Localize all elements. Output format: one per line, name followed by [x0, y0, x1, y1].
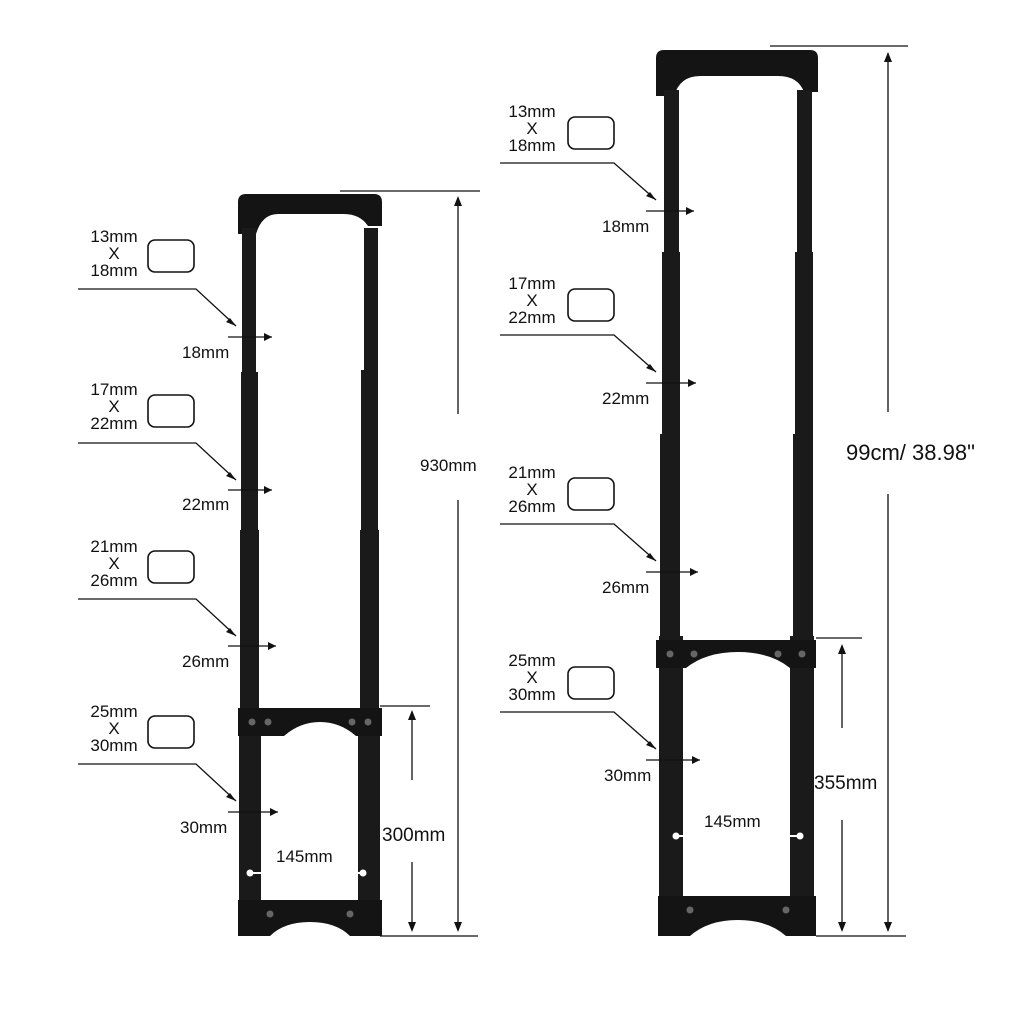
- left-rail-tube-4: [239, 708, 261, 924]
- right-rail-tube-1: [364, 228, 378, 374]
- right-width-label-3: 26mm: [602, 578, 650, 597]
- left-profile-1-label: 13mm X 18mm: [78, 228, 150, 279]
- right-width-label-2: 22mm: [602, 389, 650, 408]
- right-rail-tube-1: [797, 90, 812, 256]
- right-width-label-1: 18mm: [602, 217, 650, 236]
- right-rail-tube-4: [790, 636, 814, 936]
- right-profile-2-label: 17mm X 22mm: [496, 275, 568, 326]
- right-profile-4-label: 25mm X 30mm: [496, 652, 568, 703]
- right-base: [658, 896, 816, 936]
- right-rail-tube-3: [360, 530, 379, 710]
- left-rail-tube-2: [241, 372, 258, 532]
- left-profile-3-label: 21mm X 26mm: [78, 538, 150, 589]
- left-bottom-height-label: 300mm: [382, 825, 446, 846]
- profile-width: 13mm: [508, 102, 556, 121]
- left-width-label-2: 22mm: [182, 495, 230, 514]
- profile-depth: 18mm: [508, 136, 556, 155]
- profile-x: X: [108, 554, 120, 573]
- profile-box: [567, 477, 615, 511]
- profile-depth: 26mm: [90, 571, 138, 590]
- right-middle-bracket: [656, 640, 816, 668]
- right-rail-tube-3: [793, 434, 813, 640]
- profile-box: [567, 288, 615, 322]
- right-profile-1-label: 13mm X 18mm: [496, 103, 568, 154]
- right-rail-tube-2: [795, 252, 813, 438]
- right-top-grip: [656, 50, 818, 96]
- profile-width: 21mm: [508, 463, 556, 482]
- left-rail-tube-1: [664, 90, 679, 256]
- right-bottom-height-label: 355mm: [814, 773, 878, 794]
- left-middle-bracket: [238, 708, 382, 736]
- profile-width: 13mm: [90, 227, 138, 246]
- profile-depth: 22mm: [90, 414, 138, 433]
- left-profile-2-label: 17mm X 22mm: [78, 381, 150, 432]
- profile-x: X: [108, 719, 120, 738]
- profile-depth: 30mm: [508, 685, 556, 704]
- left-profile-4-label: 25mm X 30mm: [78, 703, 150, 754]
- left-total-height-label: 930mm: [420, 456, 477, 475]
- profile-depth: 22mm: [508, 308, 556, 327]
- profile-width: 25mm: [90, 702, 138, 721]
- profile-depth: 26mm: [508, 497, 556, 516]
- left-width-label-3: 26mm: [182, 652, 230, 671]
- right-width-label-4: 30mm: [604, 766, 652, 785]
- profile-box: [567, 116, 615, 150]
- profile-width: 17mm: [508, 274, 556, 293]
- profile-width: 21mm: [90, 537, 138, 556]
- left-width-label-4: 30mm: [180, 818, 228, 837]
- profile-x: X: [526, 291, 538, 310]
- profile-width: 17mm: [90, 380, 138, 399]
- left-rail-tube-3: [660, 434, 680, 640]
- profile-width: 25mm: [508, 651, 556, 670]
- profile-x: X: [108, 397, 120, 416]
- right-rail-tube-2: [361, 370, 378, 532]
- profile-x: X: [526, 668, 538, 687]
- right-rail-spacing-label: 145mm: [704, 812, 761, 831]
- profile-x: X: [526, 480, 538, 499]
- profile-box: [147, 239, 195, 273]
- left-width-label-1: 18mm: [182, 343, 230, 362]
- right-total-height-label: 99cm/ 38.98": [846, 440, 975, 465]
- profile-box: [147, 394, 195, 428]
- left-rail-tube-3: [240, 530, 259, 710]
- profile-box: [567, 666, 615, 700]
- right-profile-3-label: 21mm X 26mm: [496, 464, 568, 515]
- profile-x: X: [526, 119, 538, 138]
- left-base: [238, 900, 382, 936]
- left-rail-tube-4: [659, 636, 683, 936]
- profile-box: [147, 715, 195, 749]
- left-rail-spacing-label: 145mm: [276, 847, 333, 866]
- left-rail-tube-2: [662, 252, 680, 438]
- left-top-grip: [238, 194, 382, 234]
- profile-x: X: [108, 244, 120, 263]
- profile-depth: 30mm: [90, 736, 138, 755]
- profile-depth: 18mm: [90, 261, 138, 280]
- profile-box: [147, 550, 195, 584]
